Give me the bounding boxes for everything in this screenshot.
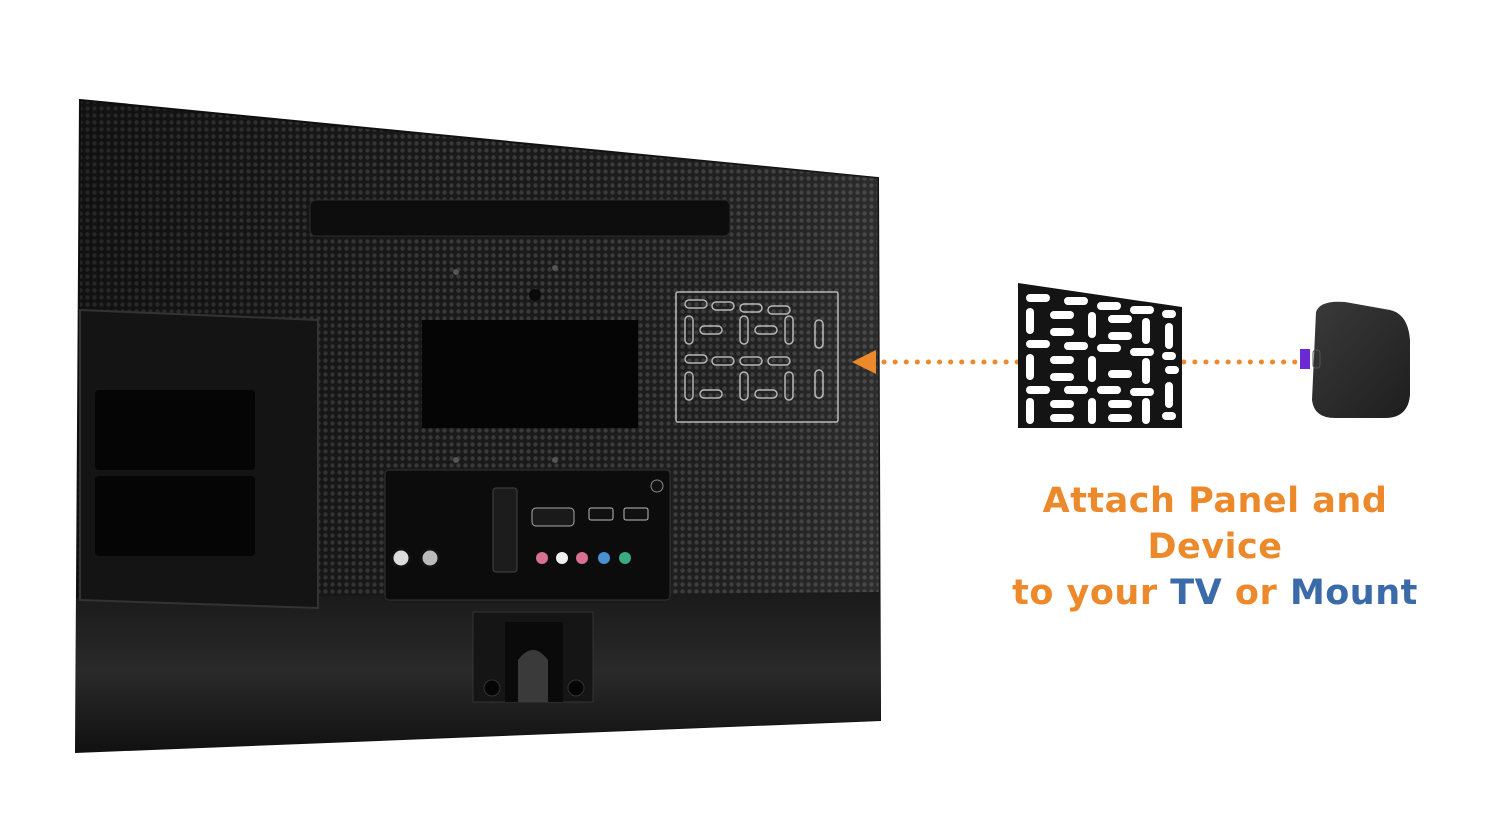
arrow-left-icon <box>852 350 1303 374</box>
caption: Attach Panel and Device to your TV or Mo… <box>970 478 1460 616</box>
caption-text-or: or <box>1222 573 1290 613</box>
mounting-panel <box>1018 283 1182 428</box>
caption-text-tv: TV <box>1170 573 1223 613</box>
panel-outline <box>675 291 839 423</box>
tv-back <box>74 98 882 754</box>
streaming-device <box>1300 301 1410 418</box>
caption-text-to-your: to your <box>1012 573 1171 613</box>
caption-line-2: to your TV or Mount <box>970 570 1460 616</box>
caption-line-1: Attach Panel and Device <box>1042 481 1388 567</box>
caption-text-mount: Mount <box>1289 573 1418 613</box>
